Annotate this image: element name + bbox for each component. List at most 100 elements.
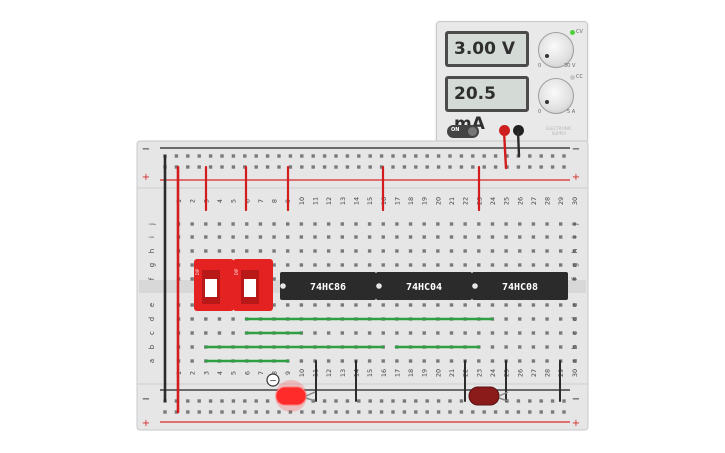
led-body[interactable] [468,386,500,406]
strip-hole[interactable] [504,345,508,349]
strip-hole[interactable] [463,331,467,335]
rail-hole[interactable] [197,165,201,169]
rail-hole[interactable] [220,410,224,414]
strip-hole[interactable] [504,235,508,239]
strip-hole[interactable] [518,235,522,239]
strip-hole[interactable] [326,222,331,226]
strip-hole[interactable] [340,359,344,363]
rail-hole[interactable] [277,165,281,169]
strip-hole[interactable] [559,345,563,349]
strip-hole[interactable] [559,331,563,335]
rail-hole[interactable] [539,154,543,158]
strip-hole[interactable] [272,222,276,226]
strip-hole[interactable] [395,235,399,239]
strip-hole[interactable] [572,359,577,363]
strip-hole[interactable] [463,303,467,307]
strip-hole[interactable] [436,263,440,267]
rail-hole[interactable] [368,154,372,158]
strip-hole[interactable] [286,235,290,239]
rail-hole[interactable] [220,165,224,169]
rail-hole[interactable] [368,410,372,414]
strip-hole[interactable] [340,222,344,226]
rail-hole[interactable] [562,410,566,414]
strip-hole[interactable] [436,249,440,253]
strip-hole[interactable] [231,331,235,335]
strip-hole[interactable] [190,359,194,363]
strip-hole[interactable] [518,222,522,226]
strip-hole[interactable] [326,263,331,267]
rail-hole[interactable] [516,410,521,414]
strip-hole[interactable] [313,303,317,307]
rail-hole[interactable] [334,399,338,403]
rail-hole[interactable] [459,399,464,403]
strip-hole[interactable] [367,249,372,253]
strip-hole[interactable] [572,331,577,335]
strip-hole[interactable] [326,303,331,307]
rail-hole[interactable] [391,154,395,158]
ic-chip[interactable]: 74HC86 [280,272,376,300]
strip-hole[interactable] [326,249,331,253]
strip-hole[interactable] [258,249,263,253]
rail-hole[interactable] [482,154,486,158]
strip-hole[interactable] [340,303,344,307]
rail-hole[interactable] [334,165,338,169]
rail-hole[interactable] [414,154,418,158]
strip-hole[interactable] [367,222,372,226]
dip-switch[interactable]: DIP [233,259,273,311]
rail-hole[interactable] [197,399,201,403]
rail-hole[interactable] [516,165,521,169]
strip-hole[interactable] [272,277,276,281]
rail-hole[interactable] [414,410,418,414]
rail-hole[interactable] [414,399,418,403]
strip-hole[interactable] [545,331,549,335]
rail-hole[interactable] [300,165,304,169]
strip-hole[interactable] [395,359,399,363]
rail-hole[interactable] [357,410,361,414]
strip-hole[interactable] [436,359,440,363]
rail-hole[interactable] [208,165,213,169]
rail-hole[interactable] [311,165,315,169]
strip-hole[interactable] [190,249,194,253]
rail-hole[interactable] [459,410,464,414]
rail-hole[interactable] [562,154,566,158]
rail-hole[interactable] [505,410,509,414]
power-switch[interactable]: ON [447,125,479,138]
psu-positive-lead[interactable] [502,129,508,170]
rail-hole[interactable] [402,410,407,414]
strip-hole[interactable] [436,235,440,239]
strip-hole[interactable] [545,345,549,349]
rail-hole[interactable] [197,410,201,414]
rail-hole[interactable] [528,154,532,158]
strip-hole[interactable] [436,303,440,307]
strip-hole[interactable] [190,277,194,281]
rail-hole[interactable] [493,154,498,158]
rail-hole[interactable] [550,410,555,414]
led[interactable] [275,380,316,412]
strip-hole[interactable] [531,359,536,363]
rail-hole[interactable] [425,410,429,414]
rail-hole[interactable] [448,399,452,403]
strip-hole[interactable] [477,222,481,226]
strip-hole[interactable] [245,249,249,253]
strip-hole[interactable] [449,263,454,267]
strip-hole[interactable] [477,263,481,267]
rail-hole[interactable] [493,410,498,414]
strip-hole[interactable] [245,222,249,226]
strip-hole[interactable] [299,359,304,363]
strip-hole[interactable] [190,222,194,226]
strip-hole[interactable] [490,249,495,253]
strip-hole[interactable] [408,249,413,253]
strip-hole[interactable] [354,249,358,253]
strip-hole[interactable] [204,235,208,239]
strip-hole[interactable] [313,235,317,239]
strip-hole[interactable] [449,222,454,226]
strip-hole[interactable] [477,303,481,307]
strip-hole[interactable] [545,303,549,307]
strip-hole[interactable] [190,345,194,349]
rail-hole[interactable] [345,399,350,403]
strip-hole[interactable] [190,317,194,321]
strip-hole[interactable] [531,222,536,226]
rail-hole[interactable] [174,165,179,169]
rail-hole[interactable] [186,410,190,414]
